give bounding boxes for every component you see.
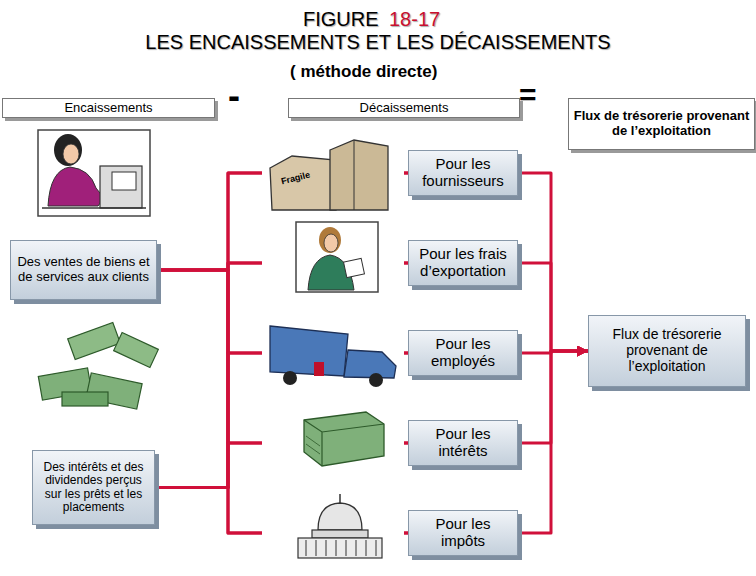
icon-backing	[262, 318, 404, 388]
flow-connector	[157, 270, 408, 533]
computer	[100, 166, 142, 208]
figure-label: FIGURE	[303, 8, 379, 30]
truck-body	[270, 326, 348, 376]
icon-backing	[262, 408, 404, 470]
flow-connector	[518, 263, 588, 351]
agent-illustration	[262, 220, 404, 294]
receipt-box: Des intérêts et des dividendes perçus su…	[32, 450, 155, 525]
header-box: Encaissements	[2, 98, 215, 118]
building	[298, 538, 382, 558]
banknote	[114, 332, 159, 367]
face	[324, 234, 338, 252]
box-text: Pour les intérêts	[409, 426, 517, 460]
hair	[54, 134, 82, 166]
box-text: Décaissements	[356, 101, 453, 116]
receipt-box: Des ventes de biens et de services aux c…	[10, 240, 157, 300]
icon-backing	[262, 140, 404, 214]
picture-frame	[38, 130, 150, 216]
header-box: Décaissements	[288, 98, 520, 118]
box-text: Flux de trésorerie provenant de l’exploi…	[589, 327, 745, 374]
payment-box: Pour les intérêts	[408, 420, 518, 466]
desk	[42, 207, 146, 209]
icon-backing	[262, 220, 404, 294]
box-text: Des intérêts et des dividendes perçus su…	[33, 461, 154, 515]
icon-backing	[262, 494, 404, 566]
banknote-stack	[62, 392, 108, 406]
flow-connector	[518, 351, 588, 443]
paper	[344, 258, 365, 277]
box-text: Encaissements	[60, 101, 156, 116]
box-text: Pour les impôts	[409, 516, 517, 550]
wheel	[369, 373, 383, 387]
face	[63, 144, 79, 164]
payment-box: Pour les impôts	[408, 510, 518, 556]
box-text: Pour les employés	[409, 336, 517, 370]
truck-illustration	[262, 318, 404, 388]
capitol-illustration	[262, 494, 404, 566]
carton-edge	[354, 140, 355, 210]
flow-connector	[518, 351, 588, 533]
drum	[312, 530, 368, 538]
parcels-illustration	[262, 140, 404, 214]
operator-sign: =	[519, 78, 537, 111]
computer-screen	[112, 172, 136, 190]
banknote-stack	[304, 412, 384, 466]
payment-box: Pour les frais d’exportation	[408, 240, 518, 286]
result-box: Flux de trésorerie provenant de l’exploi…	[588, 315, 746, 387]
hair	[319, 227, 341, 253]
picture-frame	[296, 222, 378, 292]
money-illustration	[262, 408, 404, 470]
box-text: Des ventes de biens et de services aux c…	[11, 255, 156, 284]
banknote	[68, 322, 121, 359]
carton	[270, 156, 336, 210]
blouse	[48, 167, 104, 206]
stack-edge	[306, 436, 320, 454]
stack-edge	[304, 420, 384, 466]
hand-truck	[314, 362, 324, 376]
money-illustration	[38, 322, 158, 409]
header-box: Flux de trésorerie provenant de l’exploi…	[568, 98, 755, 150]
figure-number: 18-17	[389, 8, 440, 30]
box-text: Pour les fournisseurs	[409, 156, 517, 190]
cashier-illustration	[38, 130, 150, 216]
operator-sign: -	[228, 76, 240, 116]
flow-connector	[518, 173, 588, 351]
box-text: Pour les frais d’exportation	[409, 246, 517, 280]
payment-box: Pour les fournisseurs	[408, 150, 518, 196]
truck-cab	[344, 350, 396, 378]
subtitle: ( méthode directe)	[290, 63, 437, 82]
wheel	[283, 371, 297, 385]
flow-connector	[155, 263, 408, 488]
dome	[318, 503, 362, 530]
flow-connector	[155, 173, 408, 488]
carton	[330, 140, 388, 210]
payment-box: Pour les employés	[408, 330, 518, 376]
box-text: Flux de trésorerie provenant de l’exploi…	[569, 109, 754, 138]
columns	[306, 540, 376, 556]
figure-title: LES ENCAISSEMENTS ET LES DÉCAISSEMENTS	[0, 31, 756, 54]
